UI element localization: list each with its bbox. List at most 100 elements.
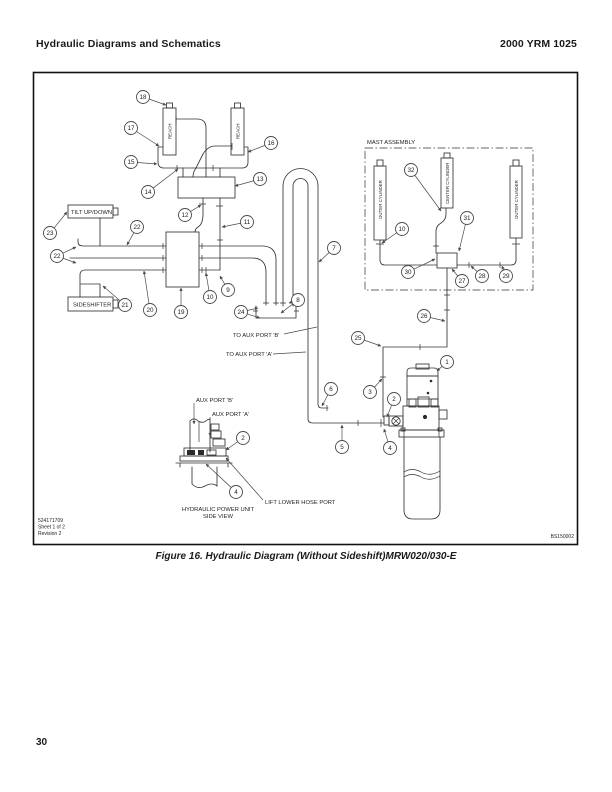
- svg-text:13: 13: [256, 176, 264, 183]
- svg-text:24: 24: [237, 309, 245, 316]
- callout-2: 2: [387, 392, 401, 406]
- svg-text:4: 4: [388, 445, 392, 452]
- callout-22: 22: [130, 220, 144, 234]
- header-section-title: Hydraulic Diagrams and Schematics: [36, 38, 221, 50]
- callout-2: 2: [236, 431, 250, 445]
- svg-text:26: 26: [420, 313, 428, 320]
- svg-text:25: 25: [354, 335, 362, 342]
- svg-text:21: 21: [121, 302, 129, 309]
- callout-25: 25: [351, 331, 365, 345]
- svg-text:27: 27: [458, 278, 466, 285]
- fitting-ticks: [162, 116, 520, 427]
- svg-text:3: 3: [368, 389, 372, 396]
- svg-text:16: 16: [267, 140, 275, 147]
- callout-11: 11: [240, 215, 254, 229]
- figure-frame: [32, 71, 579, 546]
- svg-text:20: 20: [146, 307, 154, 314]
- header-doc-number: 2000 YRM 1025: [500, 38, 577, 50]
- valve-block-and-pipes: [69, 197, 277, 306]
- valve-block: [165, 231, 200, 288]
- callout-26: 26: [417, 309, 431, 323]
- callout-4: 4: [229, 485, 243, 499]
- outer-cylinder-right-label: OUTER CYLINDER: [514, 180, 519, 219]
- callout-32: 32: [404, 163, 418, 177]
- callout-22: 22: [50, 249, 64, 263]
- callout-7: 7: [327, 241, 341, 255]
- svg-text:7: 7: [332, 245, 336, 252]
- svg-text:4: 4: [234, 489, 238, 496]
- callout-10: 10: [395, 222, 409, 236]
- mast-assembly-border: [364, 147, 534, 291]
- supply-lines-group: [382, 289, 448, 418]
- reach-cylinders-group: REACH REACH: [157, 102, 249, 199]
- outer-cylinder-left-label: OUTER CYLINDER: [378, 180, 383, 219]
- tilt-box: TILT UP/DOWN: [67, 204, 119, 219]
- svg-text:5: 5: [340, 444, 344, 451]
- svg-text:29: 29: [502, 273, 510, 280]
- callout-5: 5: [335, 440, 349, 454]
- drawing-code: BS150002: [551, 534, 575, 540]
- callout-19: 19: [174, 305, 188, 319]
- callout-24: 24: [234, 305, 248, 319]
- callout-27: 27: [455, 274, 469, 288]
- callout-31: 31: [460, 211, 474, 225]
- svg-text:17: 17: [127, 125, 135, 132]
- mast-valve-block: [436, 252, 458, 269]
- svg-text:31: 31: [463, 215, 471, 222]
- svg-text:8: 8: [296, 297, 300, 304]
- callout-23: 23: [43, 226, 57, 240]
- callout-15: 15: [124, 155, 138, 169]
- callout-3: 3: [363, 385, 377, 399]
- svg-text:1: 1: [445, 359, 449, 366]
- svg-text:2: 2: [241, 435, 245, 442]
- callout-1: 1: [440, 355, 454, 369]
- sideshifter-box: SIDESHIFTER: [67, 296, 119, 312]
- svg-text:23: 23: [46, 230, 54, 237]
- svg-text:9: 9: [226, 287, 230, 294]
- callout-21: 21: [118, 298, 132, 312]
- svg-text:14: 14: [144, 189, 152, 196]
- aux-port-b-label: AUX PORT 'B': [196, 398, 233, 404]
- svg-text:11: 11: [244, 219, 251, 226]
- svg-text:30: 30: [404, 269, 412, 276]
- sideshifter-label: SIDESHIFTER: [73, 303, 111, 309]
- drawing-revision: Revision 2: [38, 531, 62, 537]
- power-unit-caption-line2: SIDE VIEW: [203, 514, 233, 520]
- power-unit-sideview-group: AUX PORT 'B' AUX PORT 'A' LIFT LOWER HOS…: [175, 398, 336, 520]
- callout-14: 14: [141, 185, 155, 199]
- callout-16: 16: [264, 136, 278, 150]
- center-cylinder-label: CENTER CYLINDER: [445, 163, 450, 204]
- aux-port-a-label: AUX PORT 'A': [212, 412, 249, 418]
- svg-text:15: 15: [127, 159, 135, 166]
- svg-text:10: 10: [398, 226, 406, 233]
- page-number: 30: [36, 737, 48, 748]
- mast-assembly-group: MAST ASSEMBLY OUTER CYLINDER CENTER CYLI…: [364, 140, 534, 291]
- callout-30: 30: [401, 265, 415, 279]
- callout-29: 29: [499, 269, 513, 283]
- reach-right-label: REACH: [236, 124, 241, 139]
- callout-9: 9: [221, 283, 235, 297]
- power-unit-caption-line1: HYDRAULIC POWER UNIT: [182, 507, 255, 513]
- svg-text:22: 22: [53, 253, 61, 260]
- drawing-doc-number: 524171709: [38, 518, 63, 524]
- hose-loop-group: TO AUX PORT 'B' TO AUX PORT 'A': [226, 168, 385, 424]
- reach-manifold: [177, 176, 236, 199]
- callout-8: 8: [291, 293, 305, 307]
- callout-4: 4: [383, 441, 397, 455]
- callout-13: 13: [253, 172, 267, 186]
- svg-text:18: 18: [139, 94, 147, 101]
- reach-left-label: REACH: [168, 124, 173, 139]
- mast-assembly-label: MAST ASSEMBLY: [367, 140, 415, 146]
- svg-text:32: 32: [407, 167, 415, 174]
- to-aux-port-a-label: TO AUX PORT 'A': [226, 352, 272, 358]
- figure-caption: Figure 16. Hydraulic Diagram (Without Si…: [155, 551, 457, 562]
- svg-text:2: 2: [392, 396, 396, 403]
- svg-text:22: 22: [133, 224, 141, 231]
- callout-17: 17: [124, 121, 138, 135]
- tilt-label: TILT UP/DOWN: [71, 210, 112, 216]
- callout-18: 18: [136, 90, 150, 104]
- svg-text:10: 10: [206, 294, 214, 301]
- callout-6: 6: [324, 382, 338, 396]
